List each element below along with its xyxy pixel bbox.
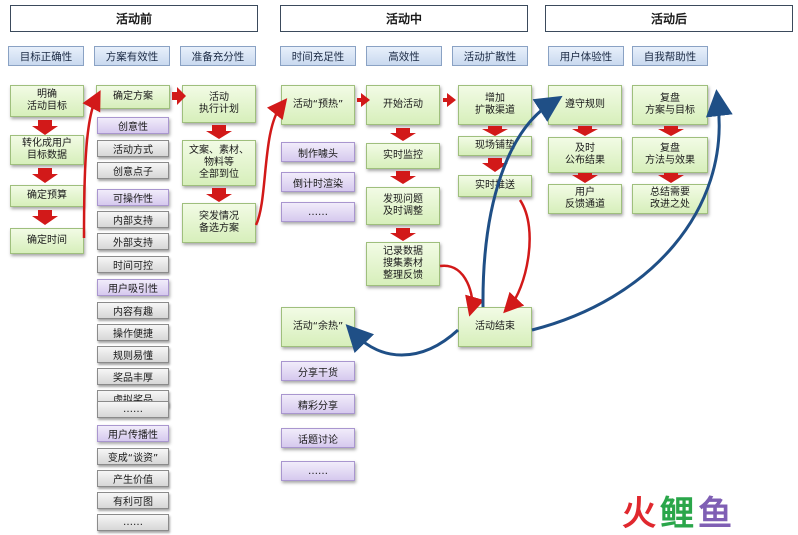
step-feedback-channel: 用户 反馈通道	[548, 184, 622, 214]
step-afterglow: 活动“余热”	[281, 307, 355, 347]
phase-during-label: 活动中	[385, 12, 422, 26]
phase-before: 活动前	[10, 5, 258, 32]
watermark-char: 鱼	[698, 493, 734, 534]
item-creative-ideas: 创意点子	[97, 162, 169, 179]
curved-red-arrows	[82, 90, 531, 317]
item-easy-operation: 操作便捷	[97, 324, 169, 341]
down-arrow	[658, 173, 684, 183]
step-set-time: 确定时间	[10, 228, 84, 254]
watermark-char: 火	[622, 493, 658, 534]
item-simple-rules: 规则易懂	[97, 346, 169, 363]
dimension-diffusion: 活动扩散性	[452, 46, 528, 66]
down-arrow	[572, 173, 598, 183]
down-arrow	[32, 120, 58, 135]
step-set-budget: 确定预算	[10, 185, 84, 207]
down-arrows	[32, 87, 684, 241]
item-more-spread: ……	[97, 514, 169, 531]
down-arrow	[482, 158, 508, 172]
label-user-spread: 用户传播性	[97, 425, 169, 442]
watermark-char: 鲤	[660, 493, 696, 534]
item-topic-discussion: 话题讨论	[281, 428, 355, 448]
curve-contingency-to-preheat	[254, 98, 288, 226]
item-share-content: 分享干货	[281, 361, 355, 381]
item-more-attraction: ……	[97, 401, 169, 418]
right-arrow	[172, 87, 186, 105]
item-conversation-topic: 变成“谈资”	[97, 448, 169, 465]
step-preheat: 活动“预热”	[281, 85, 355, 125]
label-operability: 可操作性	[97, 189, 169, 206]
curve-end-to-rules	[481, 95, 563, 308]
curved-blue-arrows	[345, 89, 733, 357]
step-onsite-setup: 现场铺垫	[458, 136, 532, 156]
step-convert-user-data: 转化成用户 目标数据	[10, 135, 84, 165]
down-arrow	[390, 128, 416, 141]
step-add-channels: 增加 扩散渠道	[458, 85, 532, 125]
phase-before-label: 活动前	[115, 12, 152, 26]
step-publish-results: 及时 公布结果	[548, 137, 622, 173]
curve-end-to-review	[531, 89, 733, 332]
down-arrow	[390, 171, 416, 184]
item-rich-prizes: 奖品丰厚	[97, 368, 169, 385]
down-arrow	[206, 188, 232, 202]
step-start-activity: 开始活动	[366, 85, 440, 125]
step-define-plan: 确定方案	[96, 85, 170, 109]
down-arrow	[482, 126, 508, 136]
curve-end-to-afterglow	[345, 324, 460, 357]
item-fun-content: 内容有趣	[97, 302, 169, 319]
item-countdown: 倒计时渲染	[281, 172, 355, 192]
item-time-controllable: 时间可控	[97, 256, 169, 273]
dimension-preparation: 准备充分性	[180, 46, 256, 66]
item-external-support: 外部支持	[97, 233, 169, 250]
curve-push-to-end	[503, 199, 531, 314]
item-afterglow-more: ……	[281, 461, 355, 481]
phase-after-label: 活动后	[650, 12, 687, 26]
item-activity-method: 活动方式	[97, 140, 169, 157]
down-arrow	[658, 126, 684, 136]
step-record-data: 记录数据 搜集素材 整理反馈	[366, 242, 440, 286]
down-arrow	[572, 126, 598, 136]
phase-during: 活动中	[280, 5, 528, 32]
step-adjust: 发现问题 及时调整	[366, 187, 440, 225]
curve-record-to-end	[439, 264, 485, 317]
item-highlight-share: 精彩分享	[281, 394, 355, 414]
dimension-plan-effectiveness: 方案有效性	[94, 46, 170, 66]
down-arrow	[32, 168, 58, 183]
item-preheat-more: ……	[281, 202, 355, 222]
label-user-attraction: 用户吸引性	[97, 279, 169, 296]
item-create-value: 产生价值	[97, 470, 169, 487]
dimension-goal-correctness: 目标正确性	[8, 46, 84, 66]
right-arrow	[443, 93, 456, 107]
step-define-goal: 明确 活动目标	[10, 85, 84, 117]
item-make-buzz: 制作噱头	[281, 142, 355, 162]
phase-after: 活动后	[545, 5, 793, 32]
dimension-self-help: 自我帮助性	[632, 46, 708, 66]
step-realtime-monitor: 实时监控	[366, 143, 440, 169]
watermark-logo: 火 鲤 鱼	[622, 488, 794, 534]
down-arrow	[206, 125, 232, 139]
down-arrow	[390, 228, 416, 241]
step-materials-ready: 文案、素材、 物料等 全部到位	[182, 140, 256, 186]
curve-budget-to-plan	[82, 90, 101, 239]
item-profitable: 有利可图	[97, 492, 169, 509]
right-arrow	[357, 93, 370, 107]
dimension-time-sufficiency: 时间充足性	[280, 46, 356, 66]
step-improvements: 总结需要 改进之处	[632, 184, 708, 214]
step-contingency-plan: 突发情况 备选方案	[182, 203, 256, 243]
label-creativity: 创意性	[97, 117, 169, 134]
step-review-method: 复盘 方法与效果	[632, 137, 708, 173]
item-internal-support: 内部支持	[97, 211, 169, 228]
step-execution-plan: 活动 执行计划	[182, 85, 256, 123]
down-arrow	[32, 210, 58, 225]
step-review-plan: 复盘 方案与目标	[632, 85, 708, 125]
dimension-user-experience: 用户体验性	[548, 46, 624, 66]
dimension-efficiency: 高效性	[366, 46, 442, 66]
